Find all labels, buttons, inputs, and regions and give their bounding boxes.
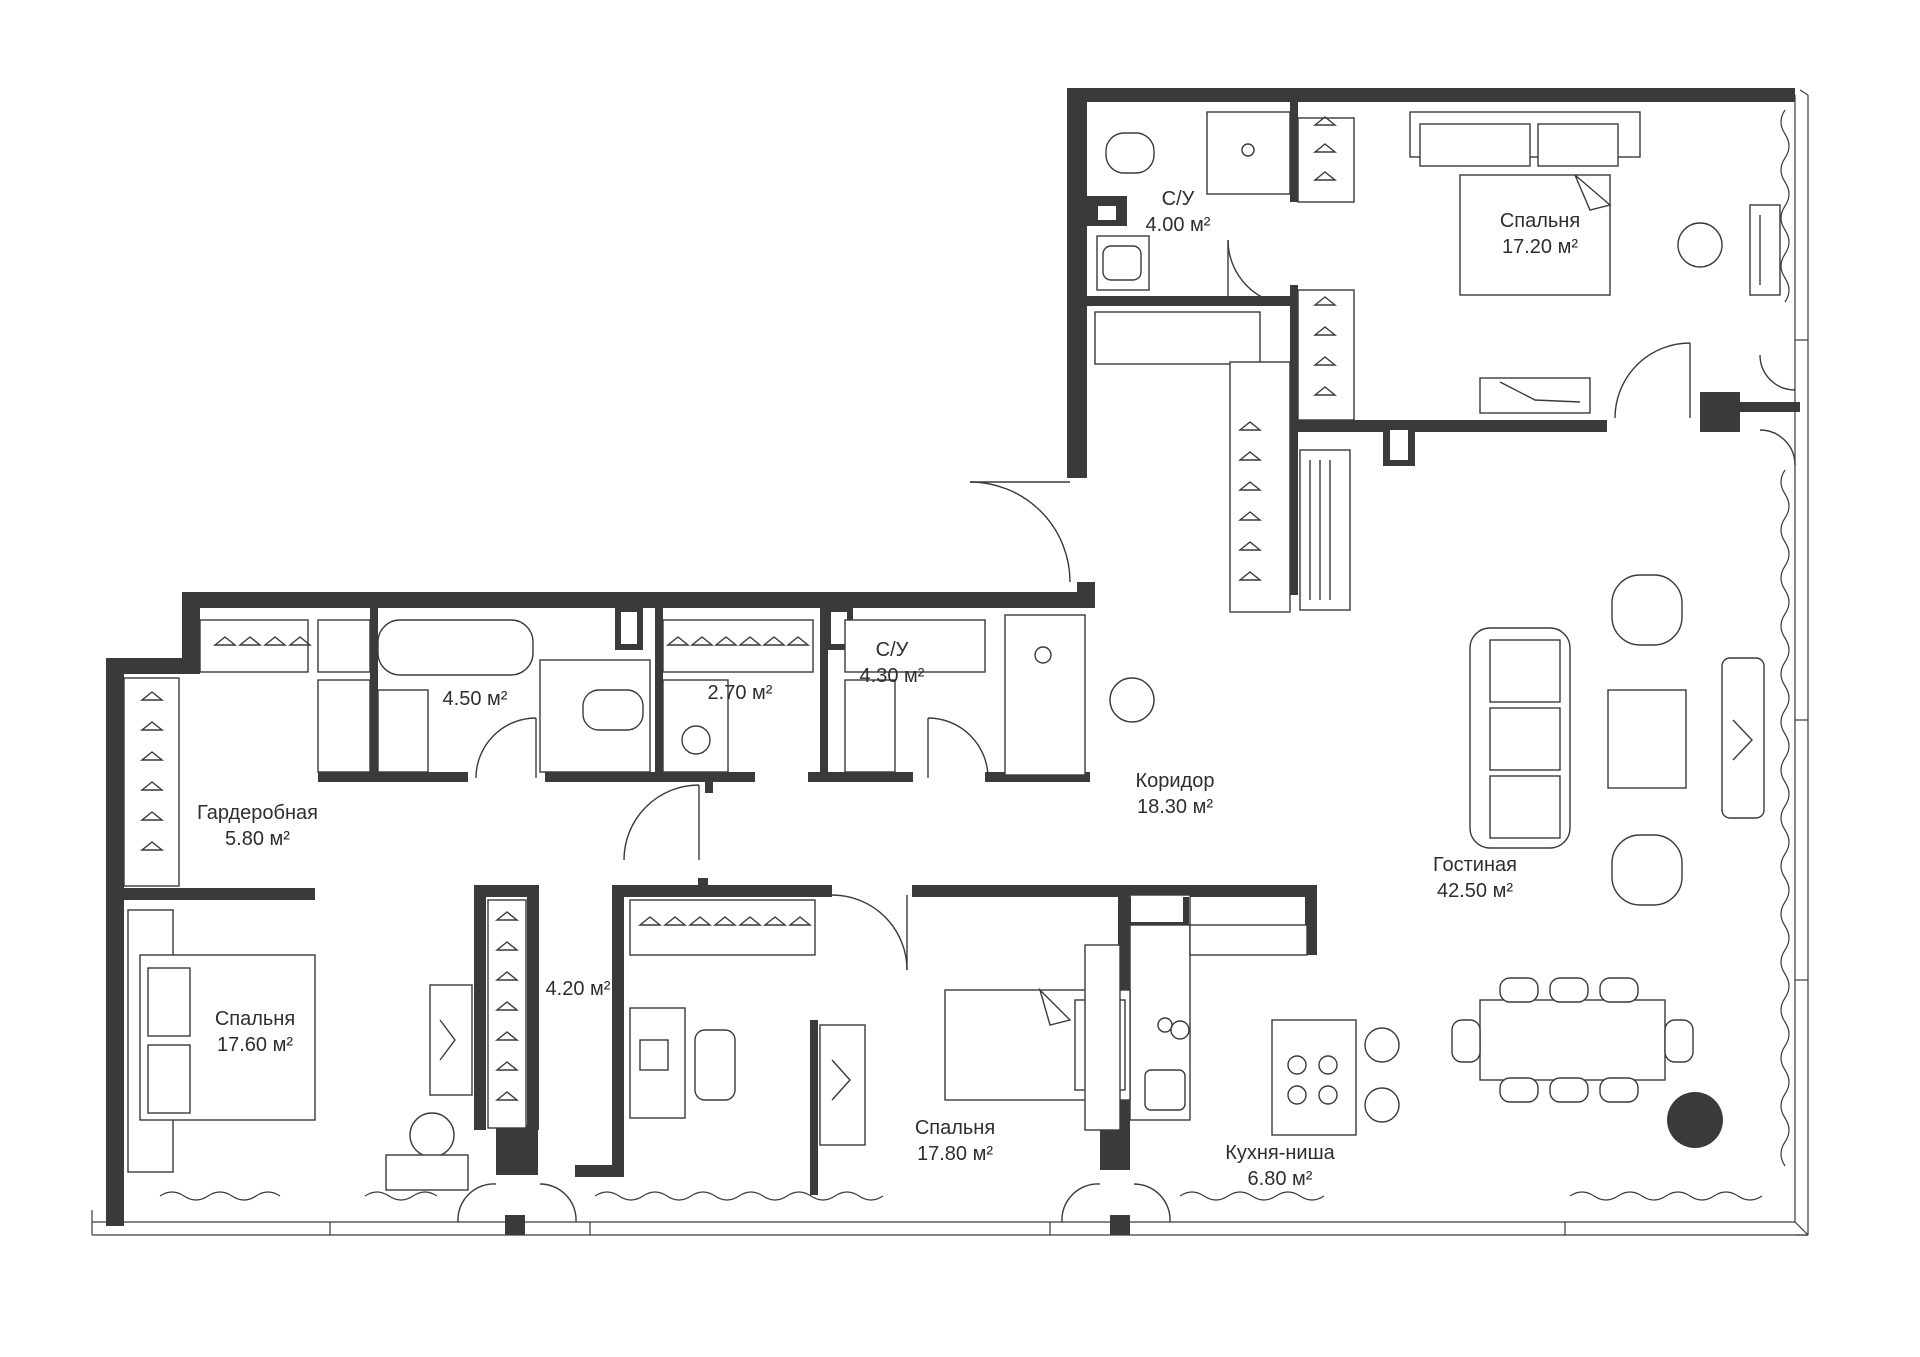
room-name: Коридор: [1135, 770, 1215, 792]
room-name: С/У: [1161, 188, 1195, 210]
room-area: 4.00 м²: [1145, 214, 1211, 236]
room-label-closet: 4.20 м²: [528, 976, 628, 1002]
room-name: С/У: [875, 639, 909, 661]
kitchen-furniture: [1129, 924, 1308, 1121]
walls: [106, 88, 1800, 1235]
room-area: 4.30 м²: [859, 665, 925, 687]
bedroom-left-furniture: [127, 899, 527, 1191]
room-label-living: Гостиная 42.50 м²: [1405, 852, 1545, 904]
room-label-laundry: 2.70 м²: [690, 680, 790, 706]
room-area: 17.80 м²: [916, 1143, 993, 1165]
room-name: Гардеробная: [197, 802, 318, 824]
bath-top-fixtures: [1096, 111, 1291, 291]
room-name: Спальня: [914, 1117, 996, 1139]
bedroom-top-furniture: [1297, 111, 1781, 421]
room-label-kitchen: Кухня-ниша 6.80 м²: [1200, 1140, 1360, 1192]
room-area: 5.80 м²: [225, 828, 290, 850]
service-fixtures: [123, 614, 1086, 887]
room-area: 42.50 м²: [1436, 880, 1513, 902]
room-label-bedroom-left: Спальня 17.60 м²: [185, 1006, 325, 1058]
room-area: 18.30 м²: [1136, 796, 1213, 818]
living-room-furniture: [1109, 574, 1765, 1148]
room-area: 2.70 м²: [707, 682, 773, 704]
room-area: 4.20 м²: [545, 978, 611, 1000]
facade-glazing: [91, 89, 1809, 1236]
bedroom-mid-furniture: [629, 899, 1131, 1146]
room-area: 4.50 м²: [442, 688, 508, 710]
room-area: 17.20 м²: [1501, 236, 1578, 258]
room-name: Спальня: [214, 1008, 296, 1030]
hanger-icons: [140, 116, 1337, 1101]
room-label-wardrobe: Гардеробная 5.80 м²: [175, 800, 340, 852]
upper-wardrobe: [1094, 311, 1351, 613]
room-label-bath-450: 4.50 м²: [425, 686, 525, 712]
room-name: Спальня: [1499, 210, 1581, 232]
room-name: Кухня-ниша: [1225, 1142, 1335, 1164]
room-area: 17.60 м²: [216, 1034, 293, 1056]
room-label-bath-430: С/У 4.30 м²: [842, 637, 942, 689]
room-area: 6.80 м²: [1247, 1168, 1313, 1190]
room-label-bath-top: С/У 4.00 м²: [1128, 186, 1228, 238]
room-label-corridor: Коридор 18.30 м²: [1110, 768, 1240, 820]
room-name: Гостиная: [1433, 854, 1517, 876]
room-label-bedroom-mid: Спальня 17.80 м²: [885, 1115, 1025, 1167]
room-label-bedroom-top: Спальня 17.20 м²: [1470, 208, 1610, 260]
